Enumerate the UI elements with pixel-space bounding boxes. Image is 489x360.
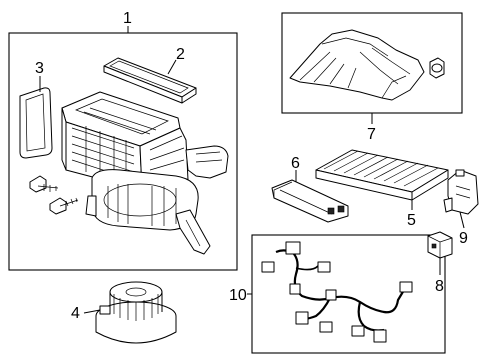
callout-7: 7 — [367, 126, 376, 143]
callout-3: 3 — [35, 60, 44, 77]
bolt-icon — [429, 57, 445, 79]
callout-10: 10 — [229, 287, 247, 304]
blower-unit-assembly-icon — [61, 91, 229, 255]
callout-4: 4 — [71, 305, 80, 322]
blower-motor-icon — [95, 281, 177, 344]
screw-icon — [29, 175, 59, 193]
frame-blower-unit — [8, 32, 238, 271]
frame-wire-harness — [251, 234, 446, 354]
cabin-air-filter-icon — [315, 149, 449, 201]
leader-line-9 — [459, 211, 465, 229]
callout-9: 9 — [459, 230, 468, 247]
wire-harness-icon — [261, 241, 413, 343]
callout-2: 2 — [176, 46, 185, 63]
filter-door-icon — [271, 179, 349, 223]
callout-5: 5 — [407, 212, 416, 229]
seal-gasket-icon — [19, 87, 53, 159]
callout-8: 8 — [435, 278, 444, 295]
filter-cover-icon — [103, 57, 197, 104]
relay-icon — [427, 231, 453, 259]
leader-line-2 — [167, 59, 177, 75]
actuator-icon — [443, 169, 479, 215]
screw-icon — [49, 197, 79, 215]
leader-line-4 — [83, 309, 101, 314]
callout-1: 1 — [123, 10, 132, 27]
callout-6: 6 — [291, 155, 300, 172]
air-duct-icon — [289, 29, 425, 101]
